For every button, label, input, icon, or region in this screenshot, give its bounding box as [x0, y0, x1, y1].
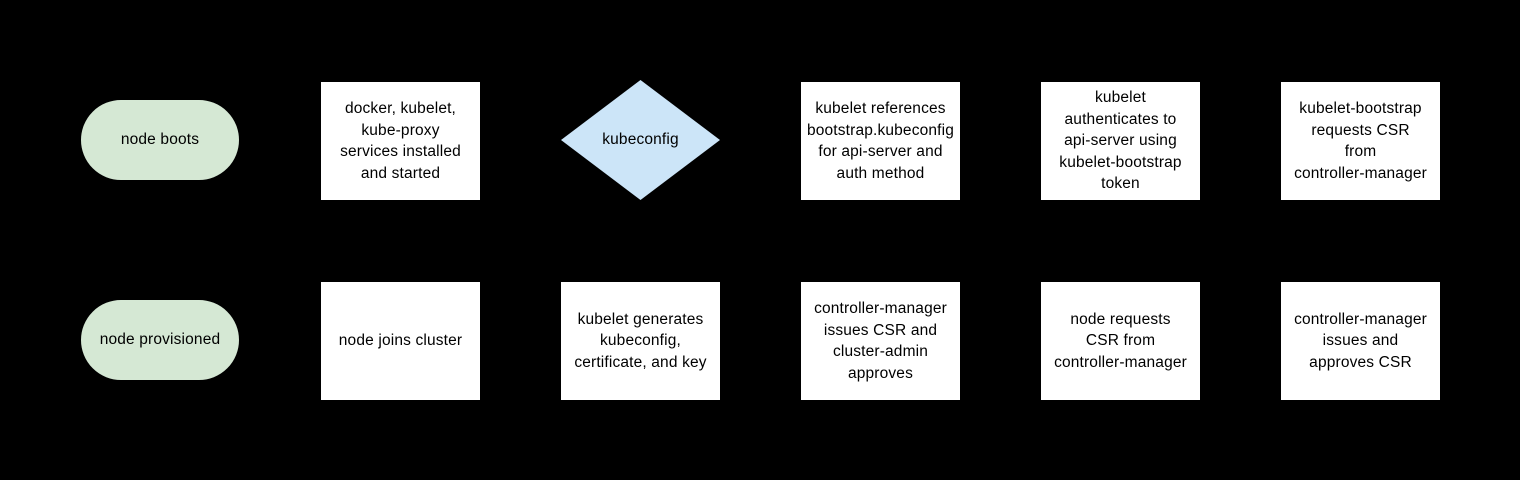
- flow-node-label: node boots: [120, 131, 200, 149]
- flow-node-cm-issues-approves[interactable]: controller-manager issues and approves C…: [1281, 282, 1440, 400]
- flow-node-services-installed[interactable]: docker, kubelet, kube-proxy services ins…: [321, 82, 480, 200]
- flow-node-label: node joins cluster: [338, 332, 463, 350]
- flow-node-label: docker, kubelet, kube-proxy services ins…: [340, 100, 461, 182]
- flow-node-kubeconfig[interactable]: kubeconfig: [561, 80, 720, 200]
- flow-node-label: controller-manager issues CSR and cluste…: [814, 300, 947, 382]
- flow-node-node-requests-csr[interactable]: node requests CSR from controller-manage…: [1041, 282, 1200, 400]
- flow-node-cm-issues-csr[interactable]: controller-manager issues CSR and cluste…: [801, 282, 960, 400]
- flow-node-label: kubelet generates kubeconfig, certificat…: [574, 310, 707, 371]
- flow-node-node-joins-cluster[interactable]: node joins cluster: [321, 282, 480, 400]
- flow-node-kubelet-generates[interactable]: kubelet generates kubeconfig, certificat…: [561, 282, 720, 400]
- flow-node-node-boots[interactable]: node boots: [81, 100, 239, 180]
- flow-node-label: kubeconfig: [602, 131, 679, 149]
- flow-node-kubelet-references[interactable]: kubelet references bootstrap.kubeconfig …: [801, 82, 960, 200]
- flow-node-label: kubelet references bootstrap.kubeconfig …: [806, 100, 954, 182]
- flow-node-kubelet-authenticates[interactable]: kubelet authenticates to api-server usin…: [1041, 82, 1200, 200]
- flow-node-label: kubelet-bootstrap requests CSR from cont…: [1294, 100, 1427, 182]
- flow-node-label: node provisioned: [99, 331, 221, 349]
- flow-node-node-provisioned[interactable]: node provisioned: [81, 300, 239, 380]
- flow-node-label: node requests CSR from controller-manage…: [1054, 310, 1187, 371]
- flow-node-label: kubelet authenticates to api-server usin…: [1059, 89, 1182, 193]
- flow-node-label: controller-manager issues and approves C…: [1294, 310, 1427, 371]
- flow-node-bootstrap-requests-csr[interactable]: kubelet-bootstrap requests CSR from cont…: [1281, 82, 1440, 200]
